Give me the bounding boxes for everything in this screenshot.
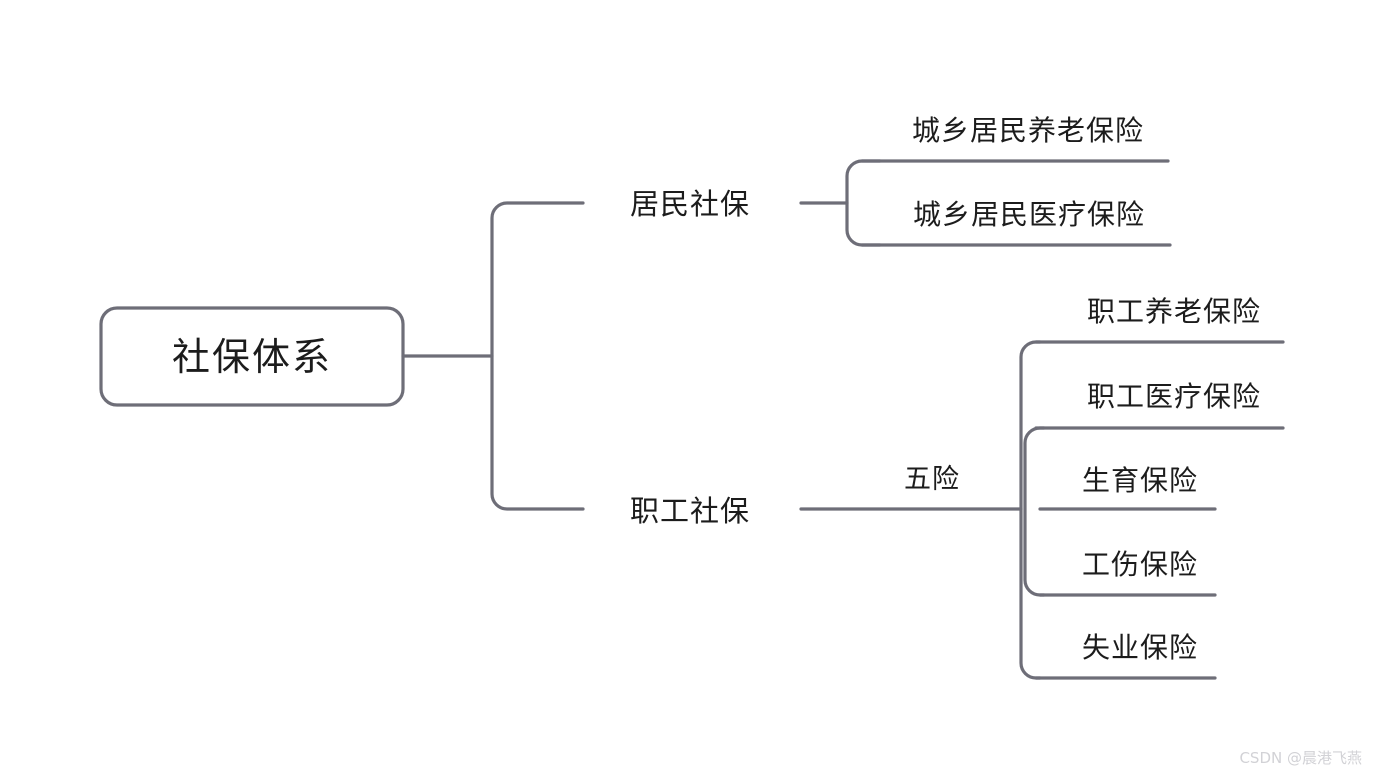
sub-spine-residents bbox=[845, 159, 882, 247]
branch-label-residents: 居民社保 bbox=[630, 187, 750, 221]
leaf-label-employee-pension: 职工养老保险 bbox=[1087, 295, 1261, 328]
sub-spine-employees-outer bbox=[1019, 340, 1042, 680]
root-node-label: 社保体系 bbox=[172, 335, 332, 379]
branch-label-employees: 职工社保 bbox=[630, 494, 750, 528]
leaf-label-residents-medical: 城乡居民医疗保险 bbox=[913, 198, 1145, 231]
leaf-label-maternity: 生育保险 bbox=[1082, 464, 1198, 497]
leaf-label-residents-pension: 城乡居民养老保险 bbox=[912, 114, 1144, 147]
main-spine-connector bbox=[490, 201, 585, 511]
sub-spine-employees-inner bbox=[1023, 426, 1046, 597]
leaf-label-work-injury: 工伤保险 bbox=[1082, 548, 1198, 581]
leaf-label-employee-medical: 职工医疗保险 bbox=[1087, 380, 1261, 413]
csdn-watermark: CSDN @晨港飞燕 bbox=[1239, 749, 1362, 767]
edge-label-five-insurances: 五险 bbox=[904, 464, 960, 495]
leaf-label-unemployment: 失业保险 bbox=[1082, 631, 1198, 664]
